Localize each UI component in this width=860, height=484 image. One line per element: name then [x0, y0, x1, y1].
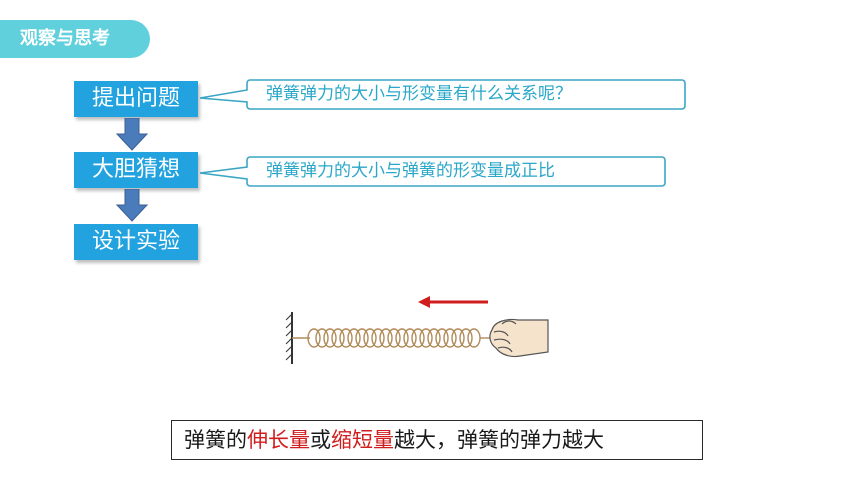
step-design-experiment: 设计实验 [74, 224, 198, 260]
section-tag: 观察与思考 [0, 20, 150, 58]
force-arrow-icon [418, 296, 488, 308]
conclusion-text: 越大，弹簧的弹力越大 [394, 428, 604, 452]
spring-experiment-illustration [285, 296, 549, 364]
conclusion-text: 弹簧的 [184, 428, 247, 452]
wall-icon [285, 312, 293, 364]
conclusion-box: 弹簧的伸长量或缩短量越大，弹簧的弹力越大 [171, 420, 703, 460]
spring-icon [292, 328, 494, 348]
down-arrow-icon [115, 189, 149, 222]
hand-icon [489, 318, 549, 358]
callout-hypothesis-text: 弹簧弹力的大小与弹簧的形变量成正比 [266, 161, 555, 181]
callout-question-text: 弹簧弹力的大小与形变量有什么关系呢？ [266, 84, 572, 104]
step-ask-question: 提出问题 [74, 81, 198, 117]
conclusion-text: 或 [310, 428, 331, 452]
speech-callout-bubble [199, 79, 686, 110]
elongation-highlight: 伸长量 [247, 428, 310, 452]
step-hypothesis: 大胆猜想 [74, 152, 198, 188]
down-arrow-icon [115, 118, 149, 151]
speech-callout-bubble [199, 156, 666, 187]
compression-highlight: 缩短量 [331, 428, 394, 452]
